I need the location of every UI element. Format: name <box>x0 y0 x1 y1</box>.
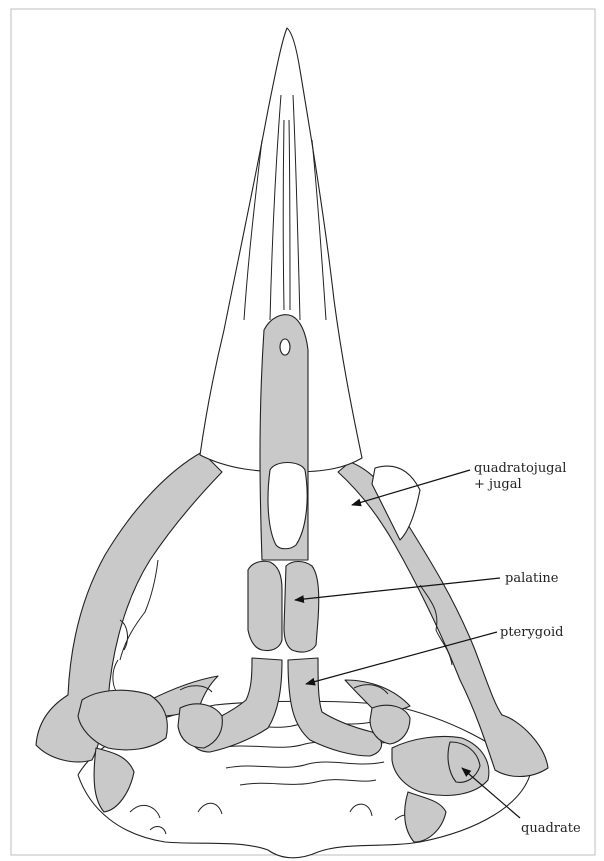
vomer-foramen <box>280 339 290 355</box>
label-pterygoid: pterygoid <box>500 625 563 640</box>
label-palatine: palatine <box>505 571 559 586</box>
internal-naris <box>268 463 307 549</box>
label-quadrate: quadrate <box>521 821 581 836</box>
right-palatine <box>284 562 319 653</box>
label-jugal: + jugal <box>474 477 522 492</box>
label-quadratojugal: quadratojugal <box>474 461 566 476</box>
left-palatine <box>248 561 282 650</box>
palatine-leader <box>295 578 500 600</box>
